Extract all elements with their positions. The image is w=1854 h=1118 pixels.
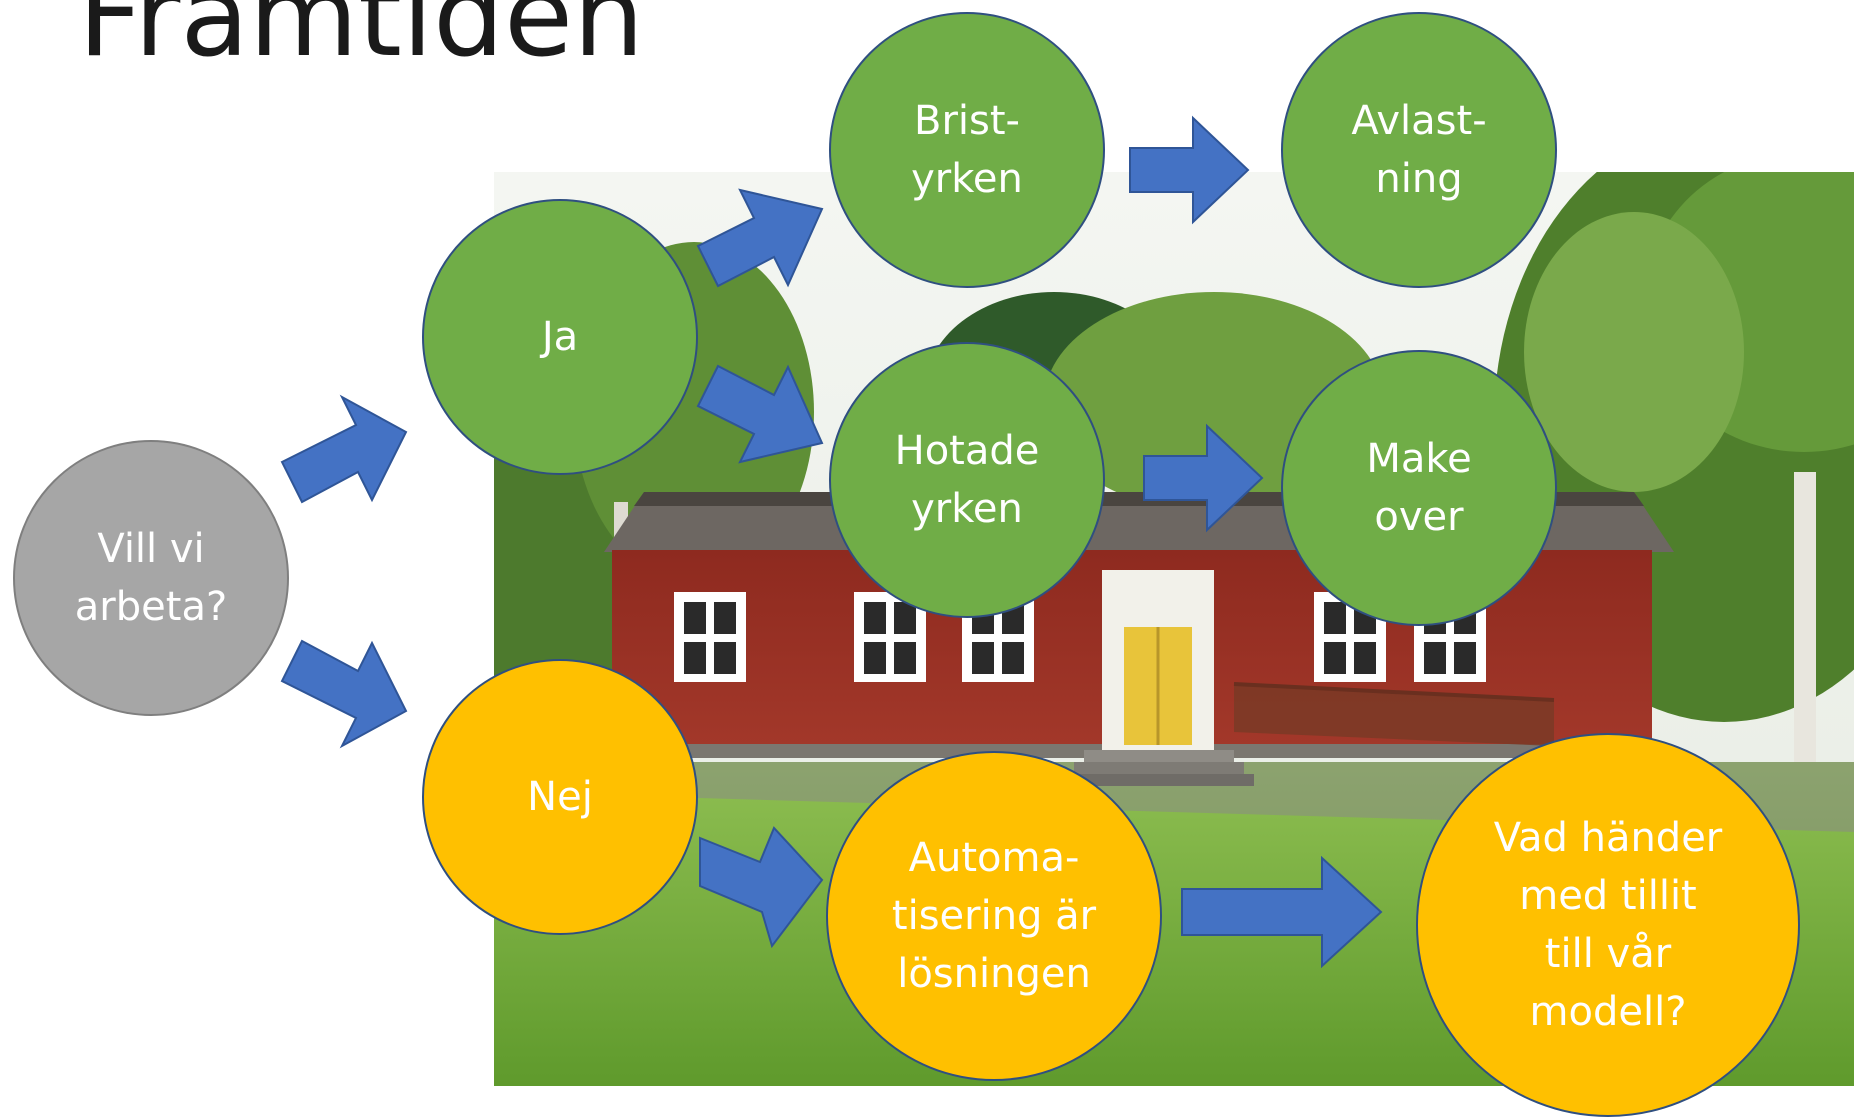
arrow-hotade-to-makeover bbox=[1143, 423, 1264, 533]
node-avlastning: Avlast- ning bbox=[1281, 12, 1557, 288]
arrow-brist-to-avlast bbox=[1129, 115, 1250, 225]
arrow-automatisering-to-tillit bbox=[1181, 855, 1383, 969]
node-hotade-yrken: Hotade yrken bbox=[829, 342, 1105, 618]
node-nej: Nej bbox=[422, 659, 698, 935]
node-ja: Ja bbox=[422, 199, 698, 475]
arrow-nej-to-automatisering bbox=[699, 826, 824, 949]
node-automatisering: Automa- tisering är lösningen bbox=[826, 751, 1162, 1081]
node-tillit: Vad händer med tillit till vår modell? bbox=[1416, 733, 1800, 1117]
node-make-over: Make over bbox=[1281, 350, 1557, 626]
arrow-ja-to-hotade bbox=[696, 364, 824, 464]
arrow-start-to-ja bbox=[280, 394, 408, 504]
slide-title: Framtiden bbox=[78, 0, 645, 82]
node-bristyrken: Brist- yrken bbox=[829, 12, 1105, 288]
arrow-ja-to-brist bbox=[696, 188, 824, 288]
node-vill-vi-arbeta: Vill vi arbeta? bbox=[13, 440, 289, 716]
arrow-start-to-nej bbox=[280, 639, 408, 749]
